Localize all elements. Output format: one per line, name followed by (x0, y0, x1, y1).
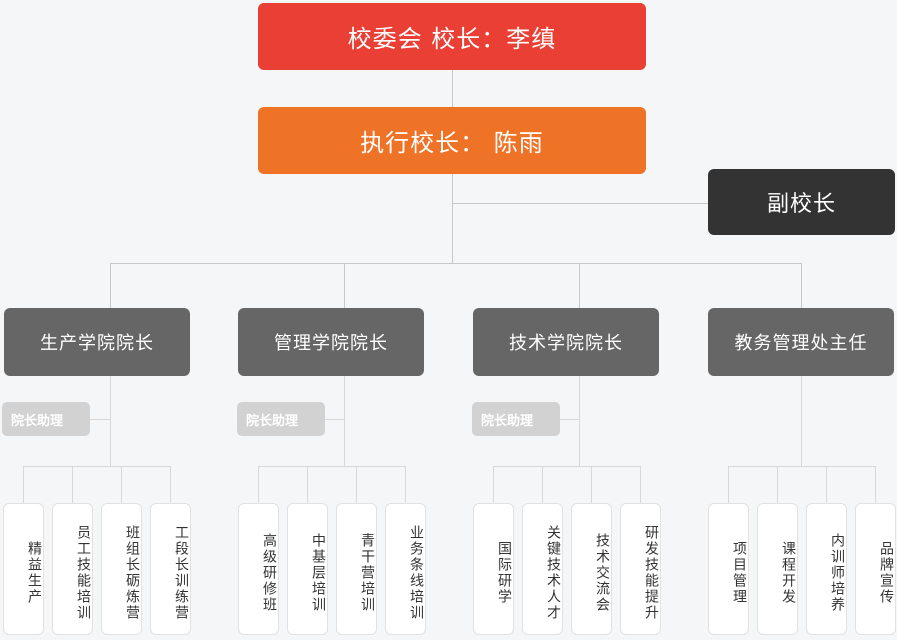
connector-leaf-drop-1-1 (307, 466, 308, 503)
node-leaf-3-1[interactable]: 课程开发 (757, 503, 798, 635)
connector-leaf-drop-2-2 (591, 466, 592, 503)
connector-dept-trunk-0 (110, 376, 111, 466)
node-leaf-1-3[interactable]: 业务条线培训 (385, 503, 426, 635)
connector-dept-trunk-2 (579, 376, 580, 466)
connector-leaf-bus-0 (23, 466, 171, 467)
connector-leaf-drop-1-3 (405, 466, 406, 503)
connector-dept-trunk-3 (801, 376, 802, 466)
connector-leaf-drop-2-3 (640, 466, 641, 503)
connector-bus-drop-1 (344, 263, 345, 308)
node-leaf-3-3[interactable]: 品牌宣传 (855, 503, 896, 635)
node-department-0[interactable]: 生产学院院长 (4, 308, 190, 376)
connector-assistant-stub-0 (90, 419, 111, 420)
node-leaf-0-3[interactable]: 工段长训练营 (150, 503, 191, 635)
connector-leaf-bus-2 (493, 466, 641, 467)
node-assistant-2[interactable]: 院长助理 (472, 402, 560, 436)
connector-leaf-drop-0-0 (23, 466, 24, 503)
node-leaf-2-3[interactable]: 研发技能提升 (620, 503, 661, 635)
connector-leaf-drop-0-1 (72, 466, 73, 503)
connector-leaf-drop-3-1 (777, 466, 778, 503)
connector-bus-drop-3 (801, 263, 802, 308)
connector-bus-drop-2 (579, 263, 580, 308)
connector-dept-trunk-1 (344, 376, 345, 466)
node-leaf-0-0[interactable]: 精益生产 (3, 503, 44, 635)
node-leaf-1-0[interactable]: 高级研修班 (238, 503, 279, 635)
connector-leaf-drop-3-3 (875, 466, 876, 503)
connector-root-to-exec (452, 70, 453, 107)
connector-leaf-drop-1-2 (356, 466, 357, 503)
node-leaf-0-2[interactable]: 班组长砺炼营 (101, 503, 142, 635)
connector-department-bus (110, 263, 802, 264)
node-leaf-2-0[interactable]: 国际研学 (473, 503, 514, 635)
connector-bus-drop-0 (110, 263, 111, 308)
node-leaf-1-2[interactable]: 青干营培训 (336, 503, 377, 635)
node-leaf-3-2[interactable]: 内训师培养 (806, 503, 847, 635)
node-executive-principal[interactable]: 执行校长： 陈雨 (258, 107, 646, 174)
node-leaf-3-0[interactable]: 项目管理 (708, 503, 749, 635)
node-leaf-1-1[interactable]: 中基层培训 (287, 503, 328, 635)
node-department-1[interactable]: 管理学院院长 (238, 308, 424, 376)
connector-leaf-drop-1-0 (258, 466, 259, 503)
connector-assistant-stub-1 (325, 419, 345, 420)
node-leaf-0-1[interactable]: 员工技能培训 (52, 503, 93, 635)
node-assistant-0[interactable]: 院长助理 (2, 402, 90, 436)
connector-leaf-bus-3 (728, 466, 876, 467)
node-vice-principal[interactable]: 副校长 (708, 169, 895, 235)
connector-leaf-bus-1 (258, 466, 406, 467)
connector-assistant-stub-2 (560, 419, 580, 420)
connector-exec-trunk (452, 174, 453, 264)
connector-leaf-drop-3-2 (826, 466, 827, 503)
connector-leaf-drop-0-2 (121, 466, 122, 503)
connector-leaf-drop-0-3 (170, 466, 171, 503)
connector-leaf-drop-2-0 (493, 466, 494, 503)
node-assistant-1[interactable]: 院长助理 (237, 402, 325, 436)
connector-leaf-drop-2-1 (542, 466, 543, 503)
node-leaf-2-2[interactable]: 技术交流会 (571, 503, 612, 635)
node-leaf-2-1[interactable]: 关键技术人才 (522, 503, 563, 635)
node-department-3[interactable]: 教务管理处主任 (708, 308, 894, 376)
node-department-2[interactable]: 技术学院院长 (473, 308, 659, 376)
connector-leaf-drop-3-0 (728, 466, 729, 503)
connector-exec-to-vice (452, 203, 709, 204)
node-school-committee[interactable]: 校委会 校长：李缜 (258, 3, 646, 70)
